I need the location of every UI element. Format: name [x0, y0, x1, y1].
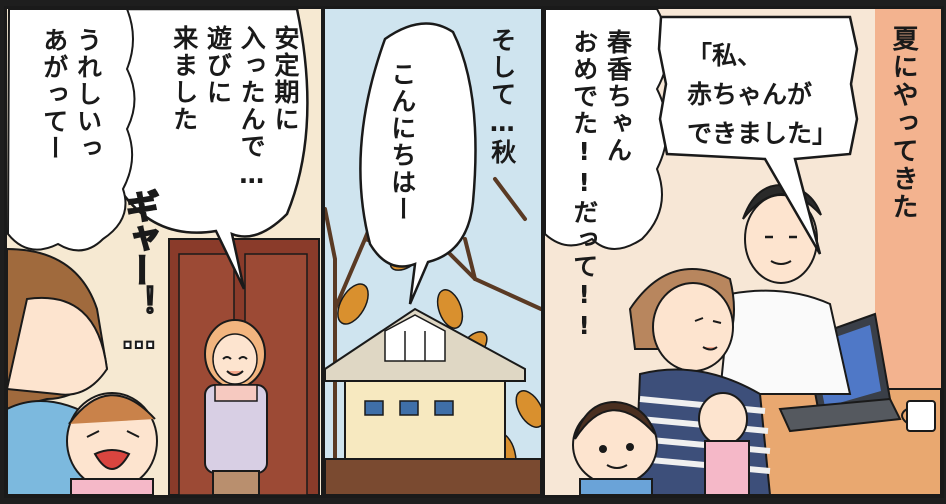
autumn-narration-text: そして…秋	[487, 27, 517, 166]
son-figure	[572, 400, 658, 495]
mug	[901, 400, 936, 432]
mother-figure	[7, 247, 109, 495]
thought-bubble-mother	[7, 9, 136, 252]
visitor-speech-text: 安定期に 入ったんで… 遊びに 来ました	[169, 25, 300, 191]
mother-thought-text: うれしいっ あがってー	[39, 27, 103, 162]
house	[325, 307, 541, 495]
greeting-speech-text: こんにちはー	[387, 61, 417, 223]
panel-right-art	[545, 9, 941, 495]
baby-figure-right	[698, 392, 750, 495]
panel-middle-art	[325, 9, 541, 495]
panel-left: 安定期に 入ったんで… 遊びに 来ました うれしいっ あがってー ギャー！…	[4, 6, 324, 498]
speech-bubble-greeting	[359, 22, 477, 305]
panel-right: 「私、 赤ちゃんが できました」 春香ちゃん おめでた!!だって!! 夏にやって…	[542, 6, 944, 498]
announcement-bubble	[657, 15, 859, 255]
summer-narration-text: 夏にやってきた	[888, 25, 919, 221]
visitor-figure	[204, 319, 268, 495]
announcement-text: 「私、 赤ちゃんが できました」	[687, 41, 838, 148]
sound-effect-text: ギャー！…	[118, 188, 160, 356]
baby-figure	[66, 392, 158, 495]
panel-left-art	[7, 9, 321, 495]
panel-middle: こんにちはー そして…秋	[322, 6, 544, 498]
couple-thought-text: 春香ちゃん おめでた!!だって!!	[569, 29, 633, 342]
